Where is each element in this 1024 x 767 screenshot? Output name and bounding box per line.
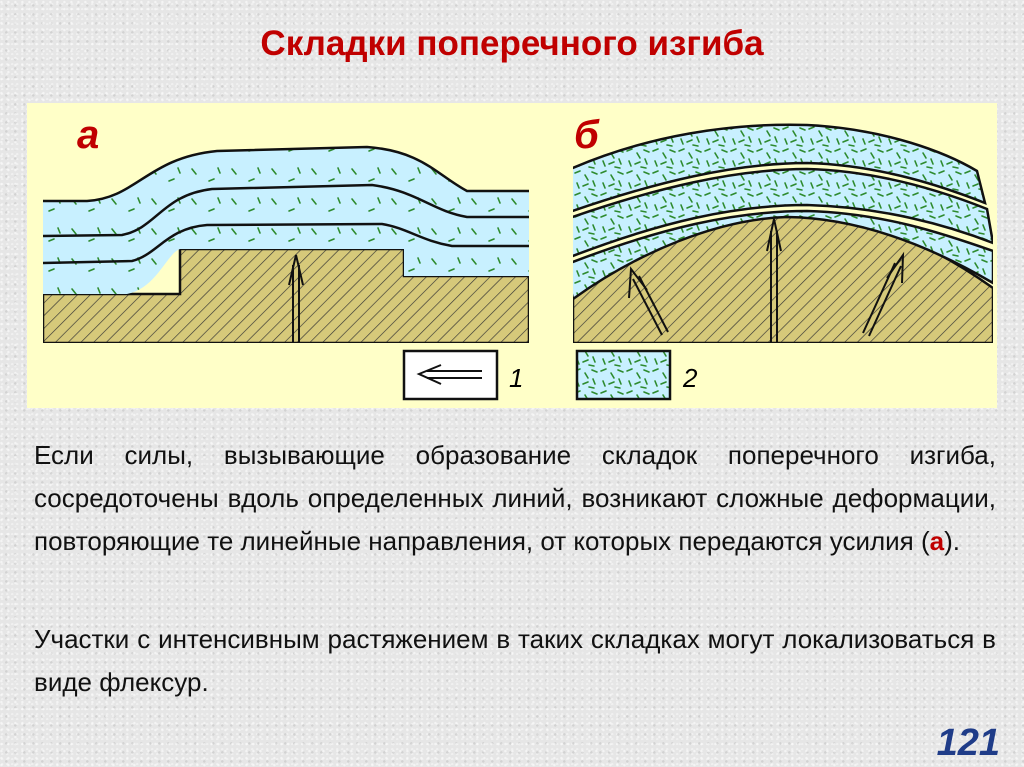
panel-a-label: а — [77, 113, 100, 157]
page-number: 121 — [936, 722, 1000, 764]
paragraph-1-text: Если силы, вызывающие образование складо… — [34, 440, 996, 556]
panel-b-section — [573, 123, 993, 343]
panel-b-label: б — [574, 113, 599, 157]
fold-diagram: а б 1 2 — [27, 103, 997, 408]
fold-diagram-svg — [43, 123, 993, 401]
panel-a-section — [43, 145, 529, 343]
legend-2-icon — [575, 349, 672, 401]
paragraph-1-highlight: а — [929, 526, 945, 556]
paragraph-1-end: ). — [944, 526, 960, 556]
legend-1-icon — [402, 349, 499, 401]
legend-2-number: 2 — [683, 363, 698, 393]
paragraph-2: Участки с интенсивным растяжением в таки… — [34, 624, 996, 697]
legend-1-number: 1 — [509, 363, 524, 393]
slide-title: Складки поперечного изгиба — [260, 24, 764, 63]
paragraph-1: Если силы, вызывающие образование складо… — [34, 434, 996, 563]
